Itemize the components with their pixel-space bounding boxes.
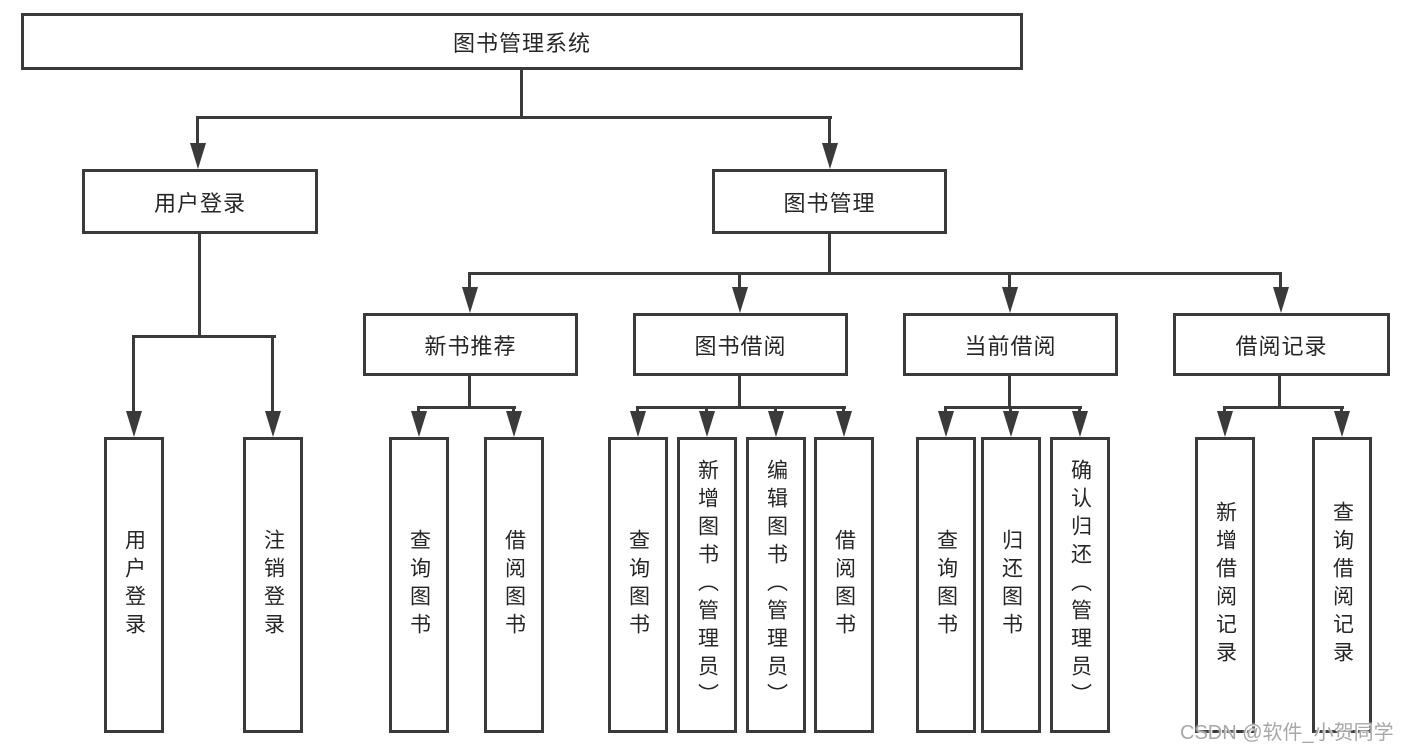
leaf-return-book: 归还图书 [981,437,1041,733]
arrow-down-icon [630,411,646,437]
leaf-label: 新增图书（管理员） [695,459,719,711]
connector-vline [738,272,741,290]
connector-hline [1223,406,1344,409]
connector-vline [271,335,274,413]
arrow-down-icon [506,411,522,437]
node-borrow-records: 借阅记录 [1173,313,1390,376]
leaf-query-borrow-record: 查询借阅记录 [1312,437,1372,733]
leaf-borrow-book: 借阅图书 [814,437,874,733]
arrow-down-icon [938,411,954,437]
node-new-book-recommend-label: 新书推荐 [424,333,517,359]
node-root-label: 图书管理系统 [452,30,591,56]
node-book-management-label: 图书管理 [783,190,876,216]
leaf-label: 借阅图书 [502,529,526,641]
leaf-logout: 注销登录 [243,437,303,733]
arrow-down-icon [1072,411,1088,437]
connector-vline [196,116,199,146]
leaf-confirm-return-admin: 确认归还（管理员） [1050,437,1110,733]
leaf-label: 新增借阅记录 [1213,501,1237,669]
arrow-down-icon [462,287,478,313]
leaf-label: 查询图书 [626,529,650,641]
connector-vline [520,70,523,118]
leaf-user-login: 用户登录 [104,437,164,733]
node-borrow-records-label: 借阅记录 [1235,333,1328,359]
arrow-down-icon [822,143,838,169]
connector-vline [1008,272,1011,290]
connector-vline [636,406,639,414]
connector-vline [1340,406,1343,414]
connector-vline [1008,375,1011,408]
leaf-label: 查询借阅记录 [1330,501,1354,669]
node-book-borrow: 图书借阅 [633,313,848,376]
leaf-add-book-admin: 新增图书（管理员） [677,437,737,733]
arrow-down-icon [836,411,852,437]
connector-vline [774,406,777,414]
csdn-watermark: CSDN @软件_小贺同学 [1180,722,1394,744]
connector-vline [842,406,845,414]
connector-vline [1078,406,1081,414]
leaf-add-borrow-record: 新增借阅记录 [1195,437,1255,733]
connector-vline [417,406,420,414]
leaf-query-book: 查询图书 [916,437,976,733]
arrow-down-icon [1273,287,1289,313]
connector-vline [468,272,471,290]
connector-hline [132,335,276,338]
connector-vline [512,406,515,414]
connector-vline [705,406,708,414]
arrow-down-icon [265,411,281,437]
leaf-edit-book-admin: 编辑图书（管理员） [746,437,806,733]
arrow-down-icon [126,411,142,437]
node-user-login: 用户登录 [82,169,318,234]
connector-vline [132,335,135,413]
arrow-down-icon [768,411,784,437]
leaf-borrow-book: 借阅图书 [484,437,544,733]
arrow-down-icon [1003,411,1019,437]
node-book-borrow-label: 图书借阅 [694,333,787,359]
arrow-down-icon [1334,411,1350,437]
node-book-management: 图书管理 [712,169,947,234]
leaf-label: 归还图书 [999,529,1023,641]
arrow-down-icon [732,287,748,313]
connector-hline [196,116,832,119]
connector-hline [468,272,1282,275]
connector-vline [1223,406,1226,414]
arrow-down-icon [699,411,715,437]
leaf-label: 用户登录 [122,529,146,641]
connector-vline [738,375,741,408]
connector-vline [828,116,831,146]
leaf-label: 注销登录 [261,529,285,641]
leaf-label: 编辑图书（管理员） [764,459,788,711]
connector-vline [468,375,471,408]
leaf-label: 查询图书 [407,529,431,641]
leaf-query-book: 查询图书 [389,437,449,733]
connector-hline [636,406,846,409]
connector-vline [198,232,201,338]
leaf-label: 确认归还（管理员） [1068,459,1092,711]
connector-hline [944,406,1082,409]
node-root: 图书管理系统 [21,13,1023,70]
leaf-label: 查询图书 [934,529,958,641]
arrow-down-icon [190,143,206,169]
node-user-login-label: 用户登录 [153,190,246,216]
connector-vline [1278,375,1281,408]
connector-vline [1279,272,1282,290]
connector-hline [417,406,516,409]
leaf-query-book: 查询图书 [608,437,668,733]
node-current-borrow: 当前借阅 [903,313,1118,376]
leaf-label: 借阅图书 [832,529,856,641]
node-new-book-recommend: 新书推荐 [363,313,578,376]
arrow-down-icon [1002,287,1018,313]
connector-vline [828,232,831,274]
node-current-borrow-label: 当前借阅 [964,333,1057,359]
arrow-down-icon [411,411,427,437]
connector-vline [944,406,947,414]
connector-vline [1009,406,1012,414]
arrow-down-icon [1217,411,1233,437]
